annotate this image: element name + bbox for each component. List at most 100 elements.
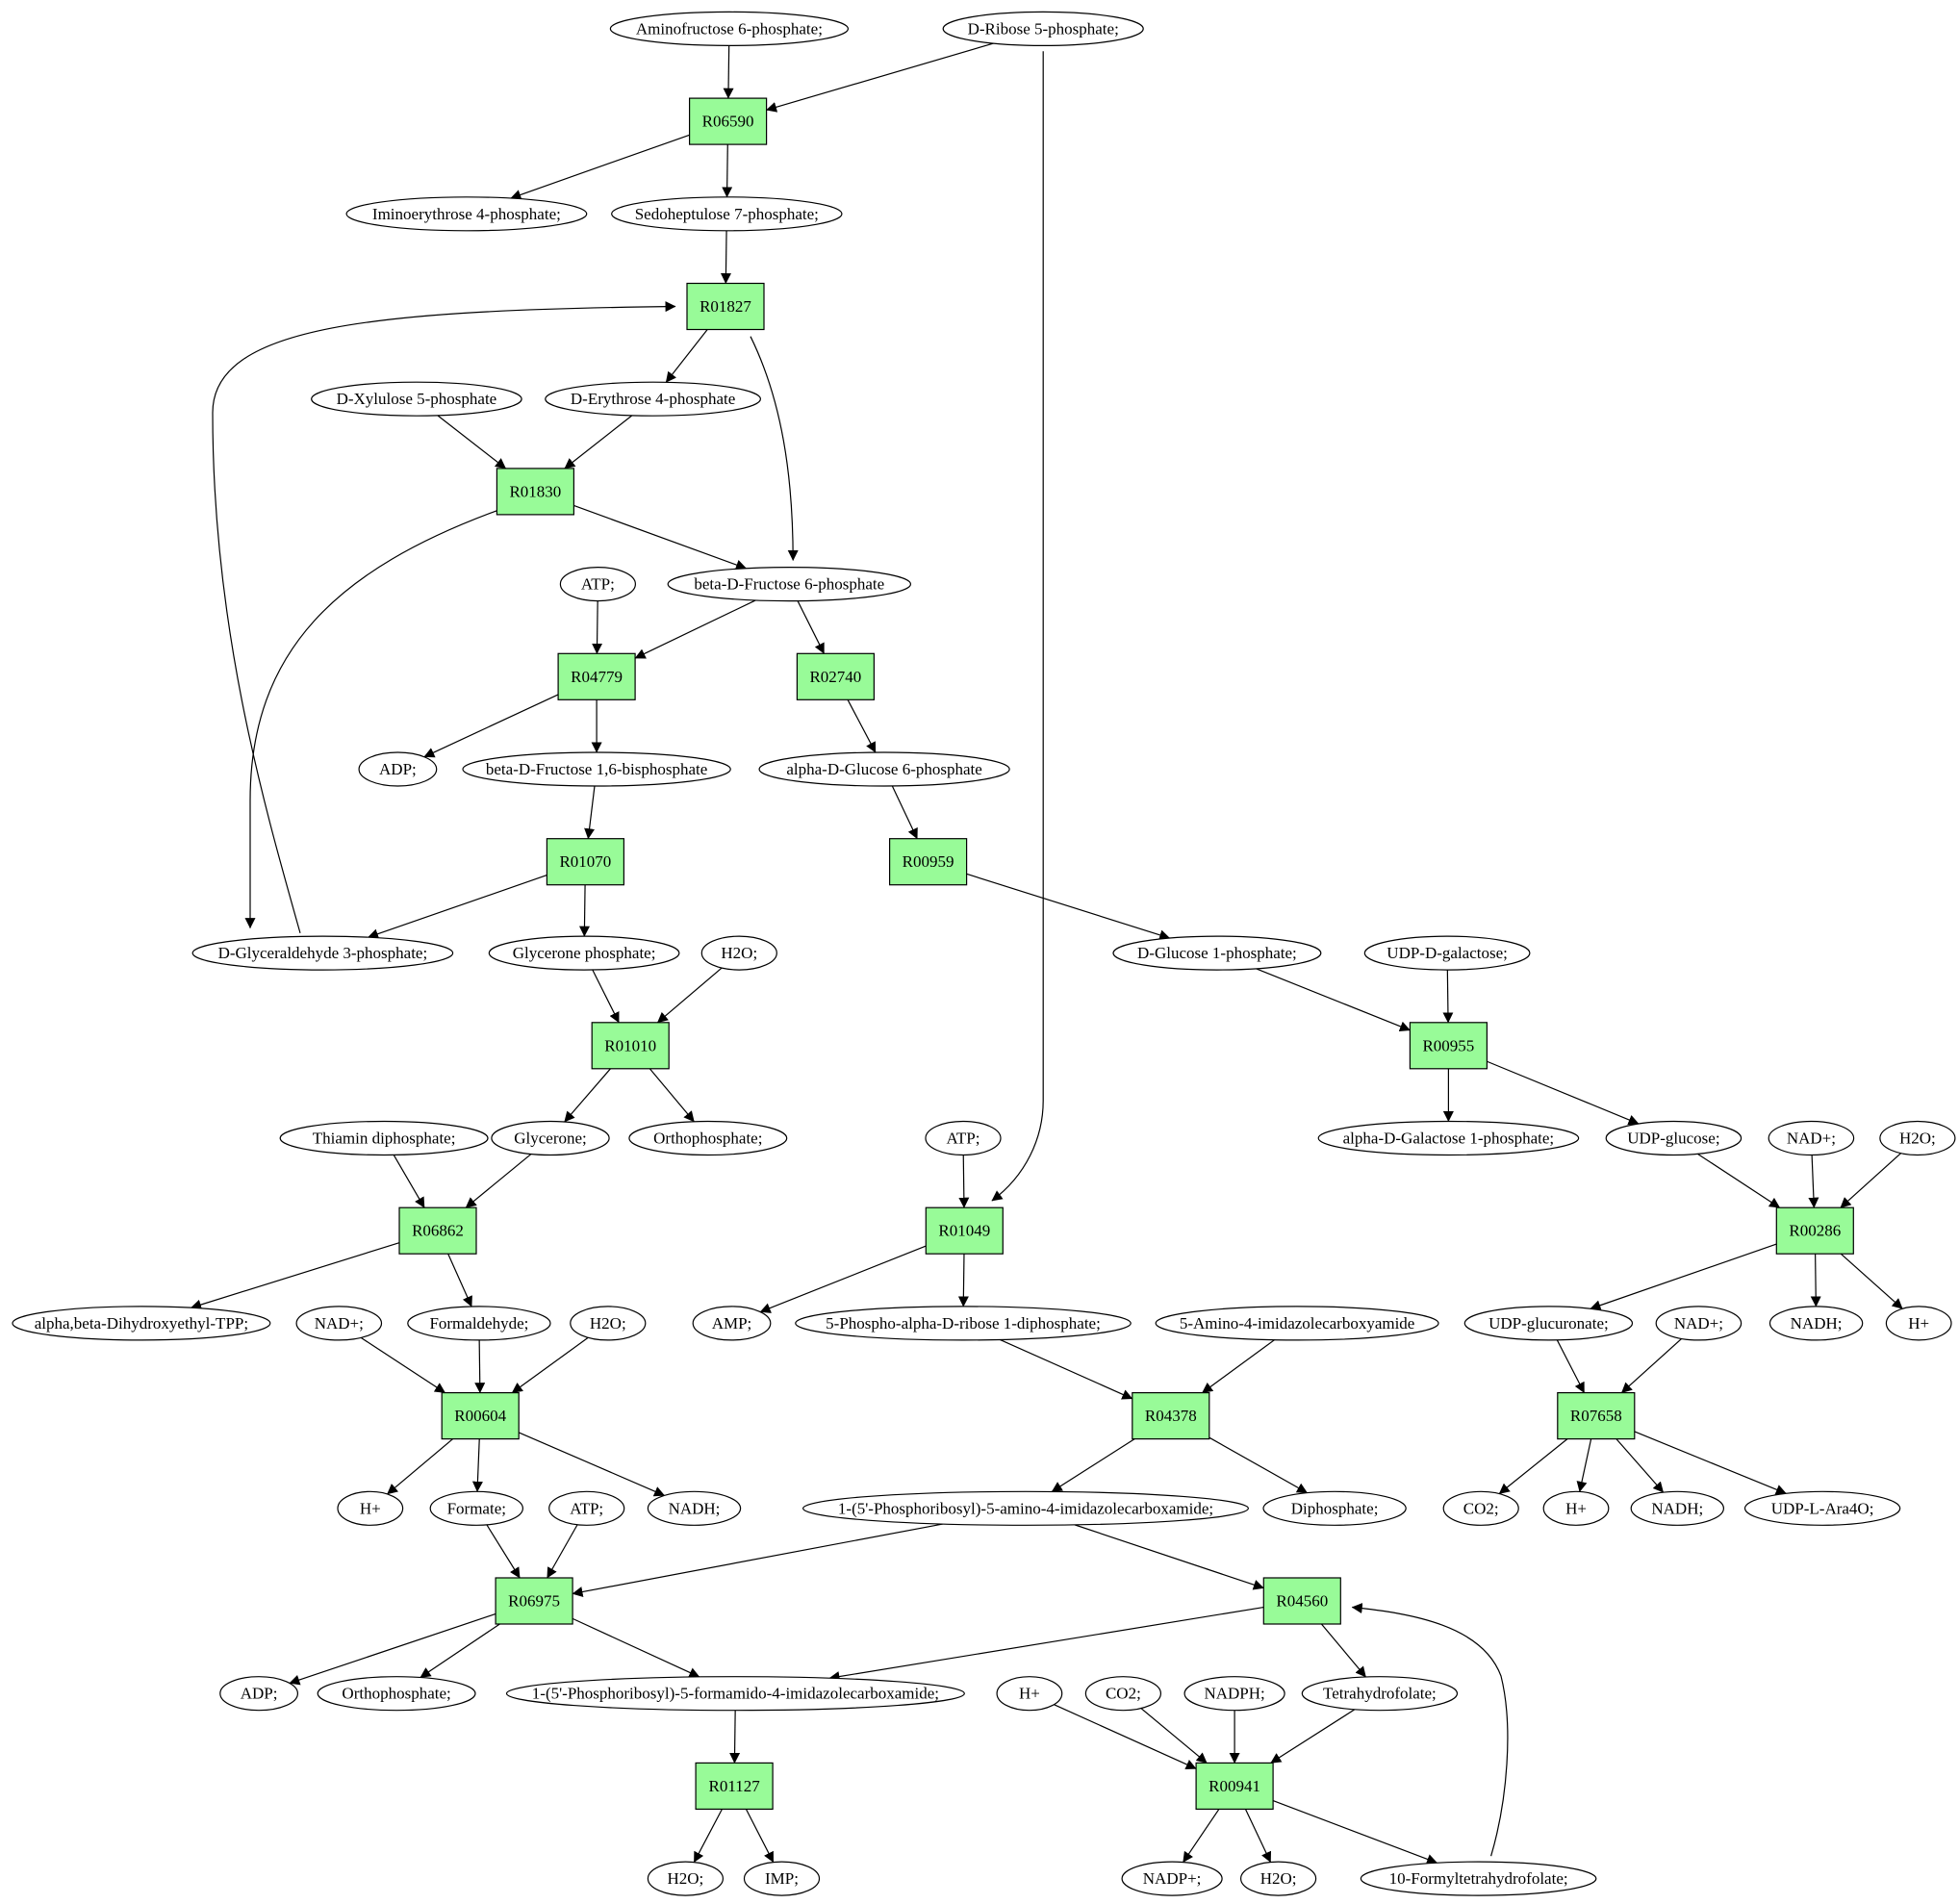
compound-aminofructose[interactable]: Aminofructose 6-phosphate; [609, 11, 850, 46]
reaction-label: R02740 [809, 668, 861, 686]
compound-imp[interactable]: IMP; [743, 1861, 821, 1896]
reaction-R01070[interactable]: R01070 [546, 838, 625, 886]
compound-label: NADH; [1651, 1499, 1703, 1517]
compound-erythrose[interactable]: D-Erythrose 4-phosphate [545, 381, 761, 417]
compound-co2a[interactable]: CO2; [1442, 1490, 1519, 1526]
compound-atp1[interactable]: ATP; [559, 566, 637, 602]
reaction-label: R00286 [1789, 1222, 1841, 1240]
reaction-R01830[interactable]: R01830 [496, 468, 575, 516]
compound-nadh1[interactable]: NADH; [1768, 1306, 1864, 1341]
compound-atp3[interactable]: ATP; [548, 1490, 625, 1526]
reaction-R01827[interactable]: R01827 [686, 282, 765, 331]
compound-ribose5p[interactable]: D-Ribose 5-phosphate; [942, 11, 1144, 46]
compound-hplus1[interactable]: H+ [1885, 1306, 1952, 1341]
reaction-R00955[interactable]: R00955 [1409, 1022, 1488, 1070]
edge-udpglc-to-R00286 [1697, 1153, 1781, 1208]
compound-udpara[interactable]: UDP-L-Ara4O; [1743, 1490, 1901, 1526]
compound-label: NADPH; [1204, 1685, 1264, 1703]
compound-h2o1[interactable]: H2O; [700, 935, 777, 971]
compound-thf[interactable]: Tetrahydrofolate; [1301, 1676, 1459, 1712]
compound-sedoheptulose[interactable]: Sedoheptulose 7-phosphate; [611, 196, 843, 232]
reaction-R00286[interactable]: R00286 [1775, 1206, 1854, 1255]
reaction-R06862[interactable]: R06862 [398, 1206, 477, 1255]
compound-adp2[interactable]: ADP; [219, 1676, 299, 1712]
compound-f6p[interactable]: beta-D-Fructose 6-phosphate [667, 566, 912, 602]
compound-gal1p[interactable]: alpha-D-Galactose 1-phosphate; [1317, 1120, 1580, 1156]
compound-thiamin[interactable]: Thiamin diphosphate; [279, 1120, 489, 1156]
compound-glycerone[interactable]: Glycerone; [491, 1120, 610, 1156]
compound-nadh3[interactable]: NADH; [1630, 1490, 1725, 1526]
compound-h2o4[interactable]: H2O; [647, 1861, 725, 1896]
edge-R04560-to-thf [1320, 1623, 1366, 1678]
edge-R01070-to-dhap [578, 884, 590, 937]
compound-hplus3[interactable]: H+ [1542, 1490, 1610, 1526]
compound-hplus2[interactable]: H+ [337, 1490, 404, 1526]
compound-udpglc[interactable]: UDP-glucose; [1605, 1120, 1743, 1156]
reaction-R06590[interactable]: R06590 [688, 97, 768, 145]
compound-aicar[interactable]: 1-(5'-Phosphoribosyl)-5-amino-4-imidazol… [801, 1490, 1249, 1526]
compound-fthf[interactable]: 10-Formyltetrahydrofolate; [1360, 1861, 1597, 1896]
compound-nadph[interactable]: NADPH; [1183, 1676, 1285, 1712]
compound-g6p[interactable]: alpha-D-Glucose 6-phosphate [758, 751, 1010, 787]
compound-xylulose[interactable]: D-Xylulose 5-phosphate [311, 381, 522, 417]
compound-h2o3[interactable]: H2O; [570, 1306, 647, 1341]
compound-ellipse [925, 1120, 1002, 1156]
compound-nad1[interactable]: NAD+; [1768, 1120, 1855, 1156]
reaction-R01049[interactable]: R01049 [925, 1206, 1004, 1255]
reaction-R07658[interactable]: R07658 [1557, 1391, 1636, 1440]
compound-gap[interactable]: D-Glyceraldehyde 3-phosphate; [191, 935, 454, 971]
reaction-R00604[interactable]: R00604 [441, 1391, 520, 1440]
compound-nadp[interactable]: NADP+; [1121, 1861, 1223, 1896]
compound-faicar[interactable]: 1-(5'-Phosphoribosyl)-5-formamido-4-imid… [505, 1676, 965, 1712]
compound-label: H2O; [1899, 1130, 1936, 1148]
edge-R06975-to-faicar [572, 1617, 700, 1678]
edge-atp2-to-R01049 [958, 1155, 970, 1208]
compound-label: alpha-D-Glucose 6-phosphate [786, 760, 981, 778]
compound-aica[interactable]: 5-Amino-4-imidazolecarboxyamide [1155, 1306, 1439, 1341]
compound-ortho2[interactable]: Orthophosphate; [317, 1676, 476, 1712]
edge-sedoheptulose-to-R01827 [720, 230, 731, 285]
compound-atp2[interactable]: ATP; [925, 1120, 1002, 1156]
reaction-label: R04378 [1145, 1407, 1197, 1425]
reaction-R00941[interactable]: R00941 [1195, 1762, 1274, 1811]
reaction-box [398, 1206, 477, 1255]
edge-gap-to-R01827 [212, 301, 676, 933]
reaction-R04779[interactable]: R04779 [557, 652, 636, 700]
compound-dhetpp[interactable]: alpha,beta-Dihydroxyethyl-TPP; [12, 1306, 271, 1341]
reaction-label: R04779 [571, 668, 623, 686]
compound-ellipse [647, 1861, 725, 1896]
reaction-label: R06975 [508, 1592, 560, 1611]
compound-g1p[interactable]: D-Glucose 1-phosphate; [1112, 935, 1322, 971]
compound-amp[interactable]: AMP; [692, 1306, 772, 1341]
compound-ortho1[interactable]: Orthophosphate; [628, 1120, 788, 1156]
reaction-R01127[interactable]: R01127 [695, 1762, 774, 1811]
reaction-R06975[interactable]: R06975 [495, 1577, 573, 1625]
compound-prpp[interactable]: 5-Phospho-alpha-D-ribose 1-diphosphate; [795, 1306, 1132, 1341]
compound-h2o2[interactable]: H2O; [1879, 1120, 1956, 1156]
compound-ellipse [1605, 1120, 1743, 1156]
compound-label: Formaldehyde; [429, 1314, 528, 1333]
compound-formate[interactable]: Formate; [429, 1490, 523, 1526]
compound-hplus4[interactable]: H+ [996, 1676, 1063, 1712]
reaction-R04378[interactable]: R04378 [1132, 1391, 1210, 1440]
compound-iminoerythrose[interactable]: Iminoerythrose 4-phosphate; [345, 196, 588, 232]
edge-R01127-to-h2o4 [693, 1809, 723, 1864]
compound-adp1[interactable]: ADP; [358, 751, 438, 787]
compound-dhap[interactable]: Glycerone phosphate; [488, 935, 680, 971]
compound-udpglcur[interactable]: UDP-glucuronate; [1463, 1306, 1634, 1341]
reaction-R00959[interactable]: R00959 [888, 838, 968, 886]
compound-nad2[interactable]: NAD+; [295, 1306, 383, 1341]
edge-R00286-to-hplus1 [1840, 1253, 1903, 1309]
compound-co2b[interactable]: CO2; [1084, 1676, 1162, 1712]
compound-nad3[interactable]: NAD+; [1655, 1306, 1743, 1341]
reaction-R02740[interactable]: R02740 [796, 652, 876, 700]
compound-formaldehyde[interactable]: Formaldehyde; [407, 1306, 551, 1341]
compound-fbp[interactable]: beta-D-Fructose 1,6-bisphosphate [462, 751, 731, 787]
compound-h2o5[interactable]: H2O; [1239, 1861, 1317, 1896]
reaction-label: R01070 [559, 852, 611, 871]
reaction-R01010[interactable]: R01010 [591, 1022, 670, 1070]
compound-udpgal[interactable]: UDP-D-galactose; [1363, 935, 1531, 971]
compound-nadh2[interactable]: NADH; [647, 1490, 742, 1526]
compound-diphosphate[interactable]: Diphosphate; [1262, 1490, 1407, 1526]
reaction-R04560[interactable]: R04560 [1262, 1577, 1341, 1625]
